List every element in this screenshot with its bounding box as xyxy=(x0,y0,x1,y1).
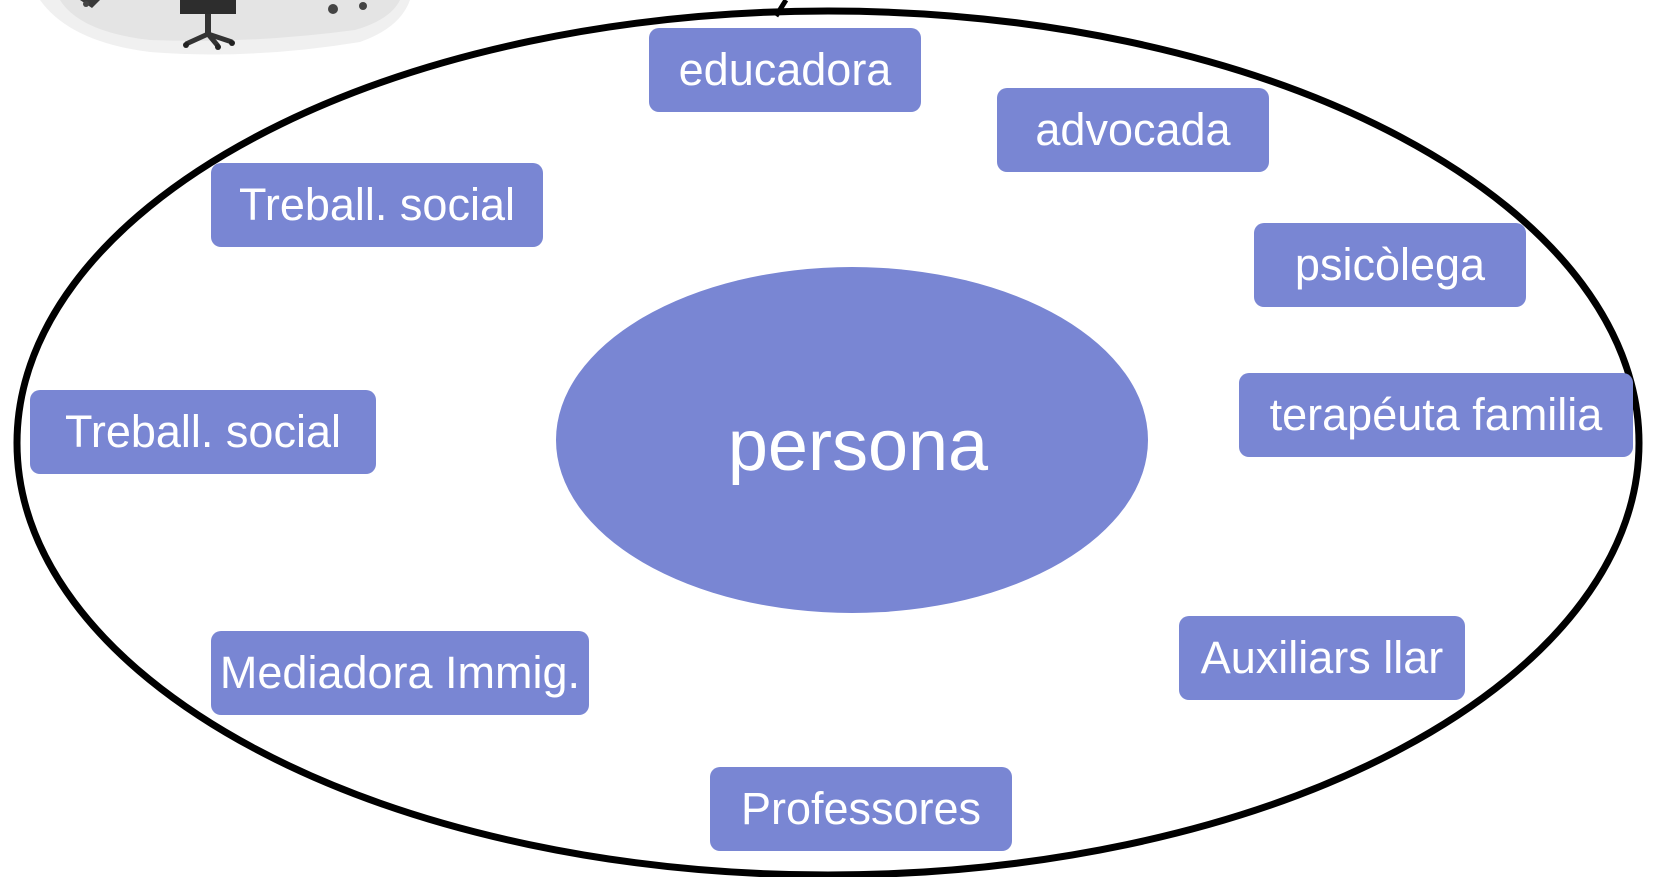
center-ellipse xyxy=(556,267,1148,613)
role-box-professores: Professores xyxy=(710,767,1012,851)
outer-ellipse xyxy=(13,7,1643,877)
role-box-treball-social-upper: Treball. social xyxy=(211,163,543,247)
office-desk-chair-image xyxy=(40,0,410,55)
center-label: persona xyxy=(727,406,989,486)
role-box-mediadora-immig: Mediadora Immig. xyxy=(211,631,589,715)
role-box-auxiliars-llar: Auxiliars llar xyxy=(1179,616,1465,700)
role-box-treball-social-left: Treball. social xyxy=(30,390,376,474)
role-box-psicologa: psicòlega xyxy=(1254,223,1526,307)
role-box-terapeuta-familia: terapéuta familia xyxy=(1239,373,1633,457)
role-box-advocada: advocada xyxy=(997,88,1269,172)
role-box-educadora: educadora xyxy=(649,28,921,112)
